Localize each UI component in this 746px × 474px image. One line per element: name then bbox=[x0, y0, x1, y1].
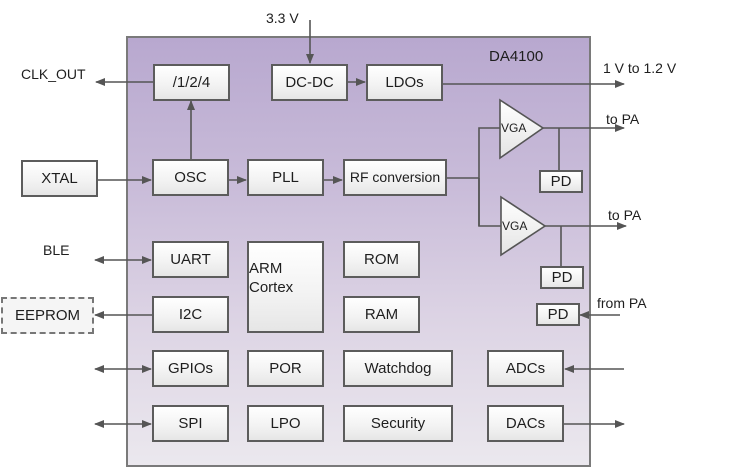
rom-block: ROM bbox=[343, 241, 420, 278]
ldo-output-label: 1 V to 1.2 V bbox=[603, 60, 677, 76]
vga-2-label: VGA bbox=[502, 219, 528, 233]
supply-input-label: 3.3 V bbox=[266, 10, 299, 26]
ble-label: BLE bbox=[43, 242, 70, 258]
xtal-block: XTAL bbox=[21, 160, 98, 197]
clk-out-label: CLK_OUT bbox=[21, 66, 86, 82]
dacs-block: DACs bbox=[487, 405, 564, 442]
clock-divider-block: /1/2/4 bbox=[153, 64, 230, 101]
power-detector-1-block: PD bbox=[539, 170, 583, 193]
lpo-block: LPO bbox=[247, 405, 324, 442]
gpios-block: GPIOs bbox=[152, 350, 229, 387]
uart-block: UART bbox=[152, 241, 229, 278]
adcs-block: ADCs bbox=[487, 350, 564, 387]
wire-split-vga2 bbox=[478, 178, 501, 227]
power-detector-2-block: PD bbox=[540, 266, 584, 289]
por-block: POR bbox=[247, 350, 324, 387]
arm-label-line2: Cortex bbox=[249, 279, 294, 296]
ldos-block: LDOs bbox=[366, 64, 443, 101]
i2c-block: I2C bbox=[152, 296, 229, 333]
rf-conversion-block: RF conversion bbox=[343, 159, 447, 196]
to-pa-2-label: to PA bbox=[608, 207, 642, 223]
vga-1-label: VGA bbox=[501, 121, 527, 135]
power-detector-3-block: PD bbox=[536, 303, 580, 326]
eeprom-block: EEPROM bbox=[1, 297, 94, 334]
arm-label-line1: ARM bbox=[249, 260, 283, 277]
ram-block: RAM bbox=[343, 296, 420, 333]
security-block: Security bbox=[343, 405, 453, 442]
wire-split-vga1 bbox=[478, 127, 500, 226]
to-pa-1-label: to PA bbox=[606, 111, 640, 127]
spi-block: SPI bbox=[152, 405, 229, 442]
watchdog-block: Watchdog bbox=[343, 350, 453, 387]
arm-cortex-block: ARM Cortex bbox=[247, 241, 324, 333]
dcdc-block: DC-DC bbox=[271, 64, 348, 101]
from-pa-label: from PA bbox=[597, 295, 647, 311]
chip-title: DA4100 bbox=[489, 48, 544, 65]
vga-1-amplifier-icon bbox=[499, 98, 545, 160]
pll-block: PLL bbox=[247, 159, 324, 196]
osc-block: OSC bbox=[152, 159, 229, 196]
vga-2-amplifier-icon bbox=[500, 195, 547, 257]
